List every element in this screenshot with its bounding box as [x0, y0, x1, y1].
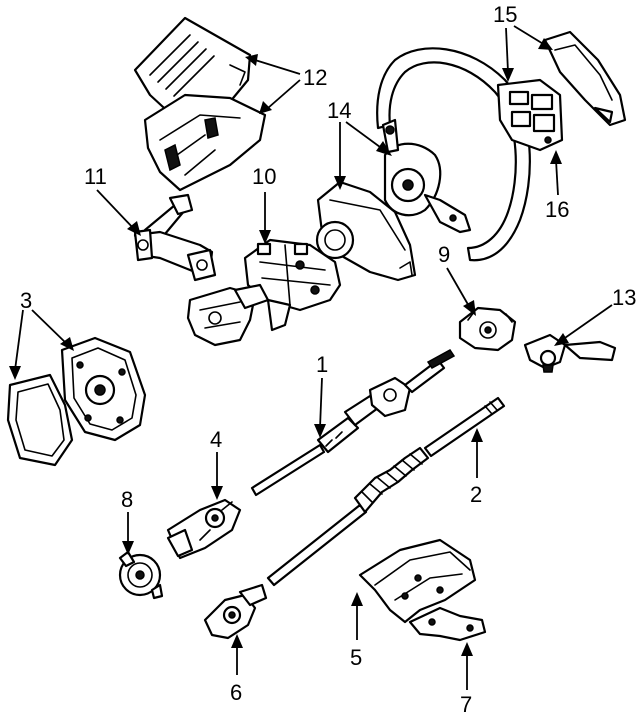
callout-15: 15 — [493, 2, 517, 27]
callout-labels: 1 2 3 4 5 6 7 8 9 10 11 12 13 14 15 16 — [20, 2, 636, 717]
part-1-steering-shaft — [250, 349, 456, 497]
part-9-switch-unit — [458, 306, 517, 352]
callout-2: 2 — [470, 482, 482, 507]
part-16-switch — [496, 78, 564, 152]
callout-6: 6 — [230, 680, 242, 705]
part-7-bracket-plate — [408, 606, 487, 642]
callout-14: 14 — [327, 98, 351, 123]
part-12-column-cover — [133, 16, 267, 192]
callout-12: 12 — [303, 65, 327, 90]
callout-7: 7 — [460, 692, 472, 717]
callout-10: 10 — [252, 164, 276, 189]
part-13-lock-cylinder — [523, 333, 617, 373]
part-4-universal-joint — [166, 498, 242, 560]
part-5-lower-cover — [358, 538, 477, 624]
callout-1: 1 — [316, 352, 328, 377]
part-10-column-bracket — [186, 238, 342, 347]
part-14-horn-pad — [315, 180, 417, 282]
part-8-coupling — [118, 550, 164, 600]
callout-16: 16 — [545, 197, 569, 222]
leader-lines — [9, 25, 613, 690]
callout-9: 9 — [438, 242, 450, 267]
part-6-lower-joint — [203, 583, 268, 640]
callout-8: 8 — [121, 487, 133, 512]
callout-3: 3 — [20, 288, 32, 313]
callout-5: 5 — [350, 645, 362, 670]
callout-13: 13 — [612, 285, 636, 310]
part-2-intermediate-shaft — [266, 396, 506, 587]
part-11-tilt-lever — [133, 193, 217, 282]
part-3-pad-and-gasket — [6, 336, 147, 467]
part-15-switch-assembly — [543, 30, 627, 127]
callout-11: 11 — [84, 164, 107, 189]
callout-4: 4 — [210, 427, 222, 452]
